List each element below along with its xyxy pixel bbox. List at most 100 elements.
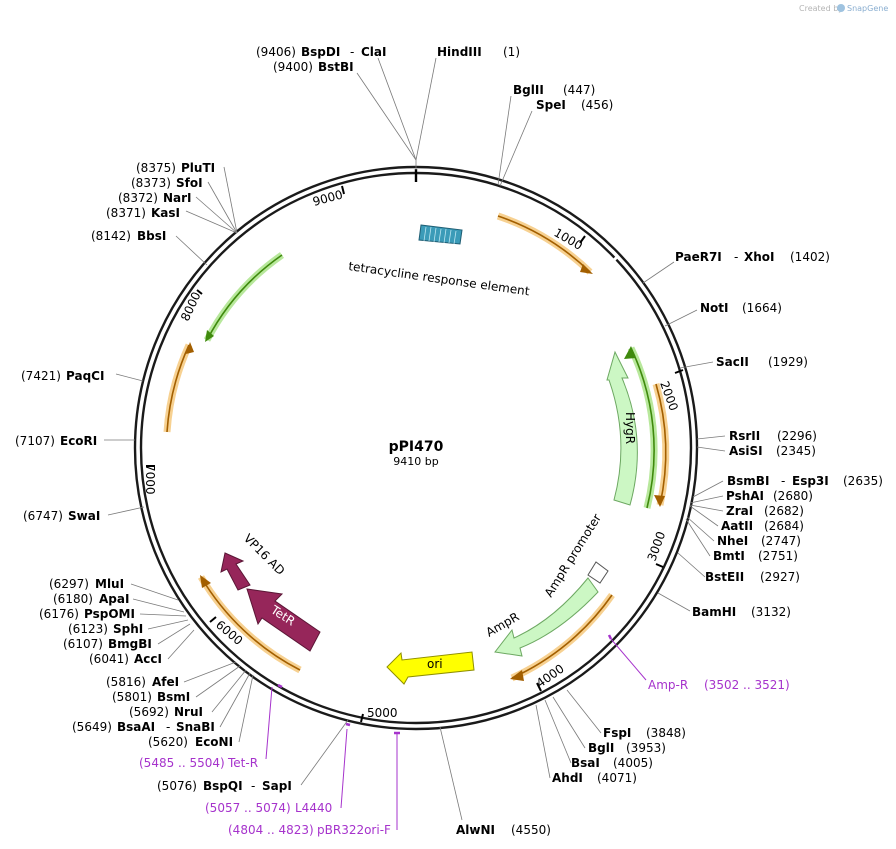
feature-vp16[interactable]: VP16 AD	[220, 531, 288, 591]
site-name-afei: AfeI	[152, 675, 179, 689]
site-pos-ecori: (7107)	[15, 434, 55, 448]
site-pos-bsai: (4005)	[613, 756, 653, 770]
leader-bspqi	[300, 719, 349, 786]
orf-arc-8k-green-core	[206, 254, 283, 341]
site-name-bamhi: BamHI	[692, 605, 736, 619]
leader-nhei	[686, 516, 715, 542]
tick-2000	[674, 369, 684, 374]
site-leader-lines	[104, 57, 726, 821]
site-name-bsmi: BsmI	[157, 690, 190, 704]
orf-arc-8k-green	[203, 252, 284, 342]
leader-noti	[664, 309, 698, 327]
site-pos-paqci: (7421)	[21, 369, 61, 383]
feature-hygr[interactable]: HygR	[606, 350, 638, 506]
leader-econi	[238, 674, 254, 743]
leader-bsmbi	[692, 480, 724, 498]
orf-arc-7-8k-core	[166, 344, 190, 433]
site-pos-pluti: (8375)	[136, 161, 176, 175]
ori-label: ori	[427, 657, 443, 671]
site-pos-sfoi: (8373)	[131, 176, 171, 190]
site-pos-sacii: (1929)	[768, 355, 808, 369]
site-pos-bmti: (2751)	[758, 549, 798, 563]
leader-nrui	[211, 669, 247, 713]
site-name-alwni: AlwNI	[456, 823, 495, 837]
tre-stripes	[423, 226, 457, 245]
site-pos-zrai: (2682)	[764, 504, 804, 518]
site-name-apai: ApaI	[99, 592, 129, 606]
site-name-bsmbi: BsmBI	[727, 474, 769, 488]
tick-label-5000: 5000	[367, 706, 398, 720]
primer-tet-r-leader	[265, 686, 273, 760]
leader-bspdi-clai	[377, 57, 417, 170]
primer-amp-r-marker	[607, 634, 613, 640]
site-name-bsaai: BsaAI	[117, 720, 155, 734]
plasmid-center-label: pPI470 9410 bp	[389, 439, 444, 468]
primer-markers	[265, 634, 647, 830]
plasmid-name: pPI470	[389, 439, 444, 455]
site-labels: (9406) BspDI - ClaI (9400) BstBI HindIII…	[15, 45, 883, 837]
site-name-bgli: BglI	[588, 741, 614, 755]
site-separator: -	[350, 45, 354, 59]
site-name-sfoi: SfoI	[176, 176, 203, 190]
leader-sphi	[147, 619, 189, 630]
leader-bsai	[544, 699, 572, 764]
hygr-label: HygR	[623, 412, 637, 444]
tick-3000	[655, 563, 664, 568]
leader-nari	[195, 196, 238, 234]
tick-9000	[341, 185, 345, 195]
site-pos-bsaai: (5649)	[72, 720, 112, 734]
orf-arc-hyg-green-core	[630, 347, 655, 509]
site-pos-xhoi: (1402)	[790, 250, 830, 264]
plasmid-length: 9410 bp	[393, 455, 438, 468]
primer-name-pbr322: pBR322ori-F	[317, 823, 391, 837]
site-name-ahdi: AhdI	[552, 771, 583, 785]
tick-1000	[579, 235, 586, 244]
leader-bgli	[552, 696, 586, 749]
site-name-xhoi: XhoI	[744, 250, 775, 264]
primer-range-tet-r: (5485 .. 5504)	[139, 756, 225, 770]
feature-ampr[interactable]: AmpR	[484, 577, 599, 657]
site-pos-bsteii: (2927)	[760, 570, 800, 584]
site-name-nhei: NheI	[717, 534, 748, 548]
tick-label-6000: 6000	[213, 618, 245, 648]
site-pos-bamhi: (3132)	[751, 605, 791, 619]
credit-prefix: Created by	[799, 4, 843, 13]
orf-arc-ampr-head	[510, 670, 524, 681]
orf-arcs	[163, 212, 670, 682]
site-pos-bspdi: (9406)	[256, 45, 296, 59]
orf-arc-hyg-green-head	[624, 346, 636, 359]
leader-rsrii	[696, 435, 726, 440]
ampr-promoter-arrow	[587, 561, 609, 584]
leader-apai	[132, 598, 185, 613]
leader-kasi	[185, 210, 238, 234]
feature-ori[interactable]: ori	[386, 651, 475, 685]
primer-name-l4440: L4440	[295, 801, 332, 815]
tick-label-3000: 3000	[645, 530, 669, 563]
feature-ampr-promoter[interactable]: AmpR promoter	[542, 511, 609, 600]
site-name-bspqi: BspQI	[203, 779, 243, 793]
orf-arc-1-head	[580, 264, 593, 274]
primer-amp-r-leader	[610, 638, 647, 681]
site-pos-bspqi: (5076)	[157, 779, 197, 793]
feature-tre[interactable]: tetracycline response element	[348, 224, 531, 298]
site-name-pspomi: PspOMI	[84, 607, 135, 621]
vp16-arrow	[220, 552, 251, 591]
leader-ahdi	[535, 704, 551, 779]
leader-acci	[167, 629, 195, 660]
snapgene-credit: Created by SnapGene	[799, 4, 888, 13]
leader-xhoi	[642, 261, 675, 284]
site-pos-asisi: (2345)	[776, 444, 816, 458]
site-pos-bmgbi: (6107)	[63, 637, 103, 651]
site-pos-pshai: (2680)	[773, 489, 813, 503]
site-name-sapi: SapI	[262, 779, 292, 793]
primer-name-amp-r: Amp-R	[648, 678, 688, 692]
site-pos-bsmi: (5801)	[112, 690, 152, 704]
primer-name-tet-r: Tet-R	[227, 756, 258, 770]
leader-bsaai	[219, 672, 251, 728]
feature-tetr[interactable]: TetR	[246, 588, 321, 652]
site-name-pluti: PluTI	[181, 161, 215, 175]
site-pos-nhei: (2747)	[761, 534, 801, 548]
tetr-arrow	[246, 588, 321, 652]
primer-range-pbr322: (4804 .. 4823)	[228, 823, 314, 837]
primer-l4440-marker	[345, 722, 351, 727]
